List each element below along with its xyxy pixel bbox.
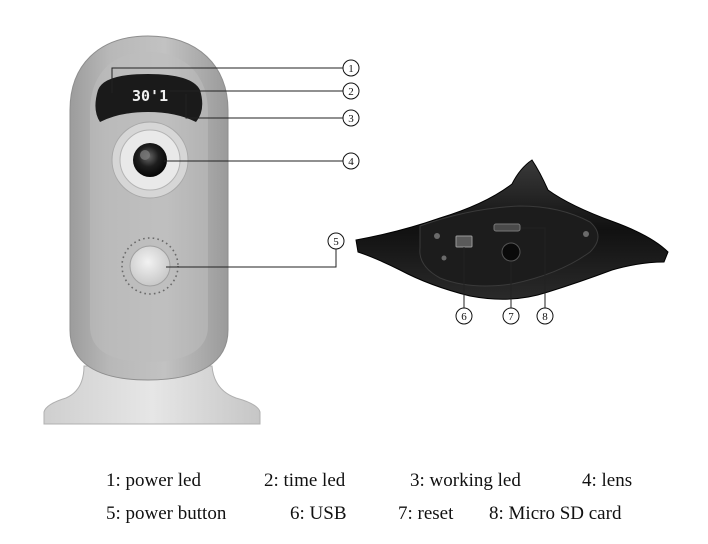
svg-text:3: 3 — [348, 113, 354, 125]
power-button — [129, 245, 171, 287]
leader-line-8 — [521, 227, 546, 308]
callout-5: 5 — [327, 232, 345, 250]
callout-8: 8 — [536, 307, 554, 325]
display-window — [95, 74, 203, 122]
legend-reset: 7: reset — [398, 503, 454, 524]
time-display: 30'1 — [132, 87, 168, 105]
legend-time-led: 2: time led — [264, 470, 346, 491]
svg-text:7: 7 — [508, 311, 514, 323]
reset-hole — [501, 242, 521, 262]
callout-6: 6 — [455, 307, 473, 325]
callout-1: 1 — [342, 59, 360, 77]
legend-row-2: 5: power button 6: USB 7: reset 8: Micro… — [0, 503, 708, 529]
callout-3: 3 — [342, 109, 360, 127]
power-button-assembly — [121, 237, 179, 295]
callout-7: 7 — [502, 307, 520, 325]
legend-power-button: 5: power button — [106, 503, 227, 524]
dock-screw — [434, 233, 440, 239]
svg-text:5: 5 — [333, 236, 339, 248]
camera-device: 30'1 — [43, 35, 261, 425]
leader-line-3 — [185, 94, 343, 119]
dock-device — [355, 159, 669, 300]
leader-lines — [111, 67, 546, 308]
svg-text:8: 8 — [542, 311, 548, 323]
callout-4: 4 — [342, 152, 360, 170]
usb-port — [455, 235, 473, 248]
dock-screw — [583, 231, 589, 237]
camera-base — [43, 365, 261, 425]
power-button-dot-ring — [121, 237, 179, 295]
legend-row-1: 1: power led 2: time led 3: working led … — [0, 470, 708, 496]
svg-text:4: 4 — [348, 156, 354, 168]
callout-2: 2 — [342, 82, 360, 100]
sd-card-slot — [493, 223, 521, 232]
callouts: 1 2 3 4 5 6 7 8 — [327, 59, 554, 325]
legend-power-led: 1: power led — [106, 470, 201, 491]
legend-lens: 4: lens — [582, 470, 633, 491]
dock-screw — [441, 255, 447, 261]
leader-line-1 — [111, 67, 343, 93]
lens — [133, 143, 167, 177]
lens-assembly — [111, 121, 189, 199]
legend-working-led: 3: working led — [410, 470, 521, 491]
svg-text:6: 6 — [461, 311, 467, 323]
leader-line-5 — [166, 249, 337, 268]
svg-text:1: 1 — [348, 63, 354, 75]
legend-micro-sd-card: 8: Micro SD card — [489, 503, 622, 524]
camera-face-panel — [90, 52, 208, 362]
legend-usb: 6: USB — [290, 503, 347, 524]
svg-text:2: 2 — [348, 86, 354, 98]
